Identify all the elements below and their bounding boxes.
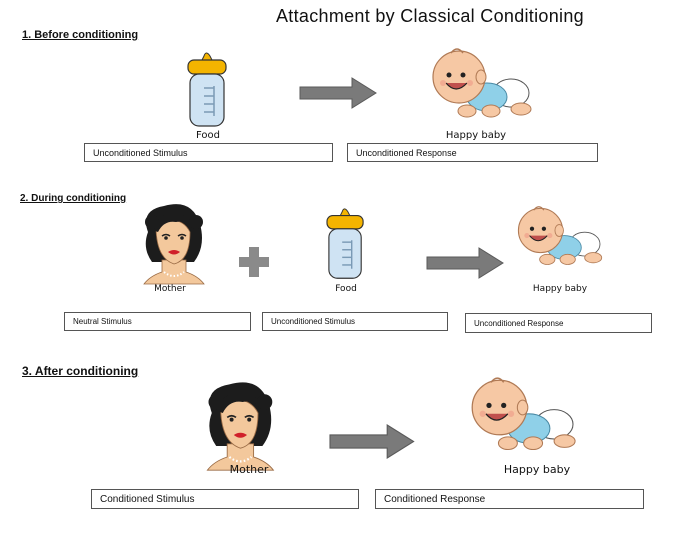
box-unconditioned-stimulus: Unconditioned Stimulus <box>262 312 448 331</box>
arrow-right-icon <box>329 424 415 459</box>
caption-food: Food <box>196 130 220 141</box>
section-heading-before: 1. Before conditioning <box>22 29 139 41</box>
caption-happy-baby: Happy baby <box>445 130 507 141</box>
arrow-right-icon <box>426 247 504 279</box>
baby-icon <box>517 206 603 266</box>
page-title: Attachment by Classical Conditioning <box>276 6 584 26</box>
section-heading-after: 3. After conditioning <box>22 364 139 378</box>
box-conditioned-stimulus: Conditioned Stimulus <box>91 489 359 509</box>
box-unconditioned-response: Unconditioned Response <box>465 313 652 333</box>
mother-icon <box>143 203 205 285</box>
arrow-right-icon <box>299 77 377 109</box>
plus-icon <box>239 247 269 277</box>
section-heading-during: 2. During conditioning <box>20 193 127 204</box>
baby-icon <box>471 377 576 451</box>
baby-icon <box>432 48 532 118</box>
box-neutral-stimulus: Neutral Stimulus <box>64 312 251 331</box>
box-unconditioned-stimulus: Unconditioned Stimulus <box>84 143 333 162</box>
caption-mother: Mother <box>229 463 269 476</box>
mother-icon <box>206 381 275 472</box>
baby-bottle-icon <box>326 208 364 279</box>
box-unconditioned-response: Unconditioned Response <box>347 143 598 162</box>
caption-happy-baby: Happy baby <box>532 284 588 294</box>
caption-happy-baby: Happy baby <box>503 463 571 476</box>
caption-mother: Mother <box>154 284 186 294</box>
box-conditioned-response: Conditioned Response <box>375 489 644 509</box>
baby-bottle-icon <box>187 52 227 127</box>
caption-food: Food <box>335 284 357 294</box>
